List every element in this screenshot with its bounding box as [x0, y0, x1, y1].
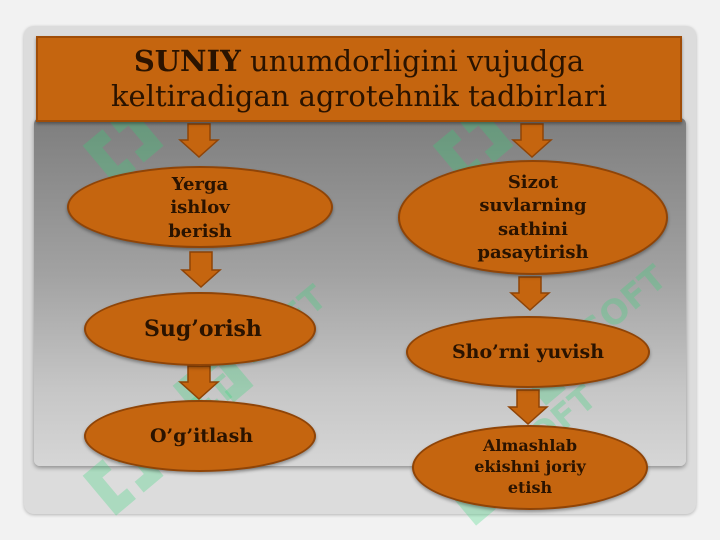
- arrow-down-title-left: [178, 123, 220, 159]
- arrow-down-right-2: [507, 389, 549, 426]
- node-label: Almashlab ekishni joriy etish: [474, 436, 586, 497]
- node-label: Sizot suvlarning sathini pasaytirish: [477, 171, 589, 263]
- node-label: Sho’rni yuvish: [451, 340, 605, 363]
- node-almashlab-ekish: Almashlab ekishni joriy etish: [412, 425, 648, 510]
- title-bold: SUNIY: [133, 44, 241, 79]
- arrow-down-title-right: [511, 123, 553, 159]
- arrow-down-left-2: [178, 365, 220, 401]
- node-sugorish: Sug’orish: [84, 292, 316, 366]
- arrow-down-left-1: [180, 251, 222, 289]
- node-sizot-suvlarning: Sizot suvlarning sathini pasaytirish: [398, 160, 668, 275]
- node-ogitlash: O’g’itlash: [84, 400, 316, 472]
- title-text: SUNIY unumdorligini vujudga keltiradigan…: [52, 44, 666, 114]
- node-label: Sug’orish: [144, 315, 262, 342]
- arrow-down-right-1: [509, 276, 551, 312]
- node-yerga-ishlov-berish: Yerga ishlov berish: [67, 166, 333, 248]
- node-shorni-yuvish: Sho’rni yuvish: [406, 316, 650, 388]
- title-rest: unumdorligini vujudga keltiradigan agrot…: [110, 44, 607, 113]
- node-label: O’g’itlash: [150, 424, 254, 447]
- node-label: Yerga ishlov berish: [168, 174, 232, 242]
- title-box: SUNIY unumdorligini vujudga keltiradigan…: [36, 36, 682, 122]
